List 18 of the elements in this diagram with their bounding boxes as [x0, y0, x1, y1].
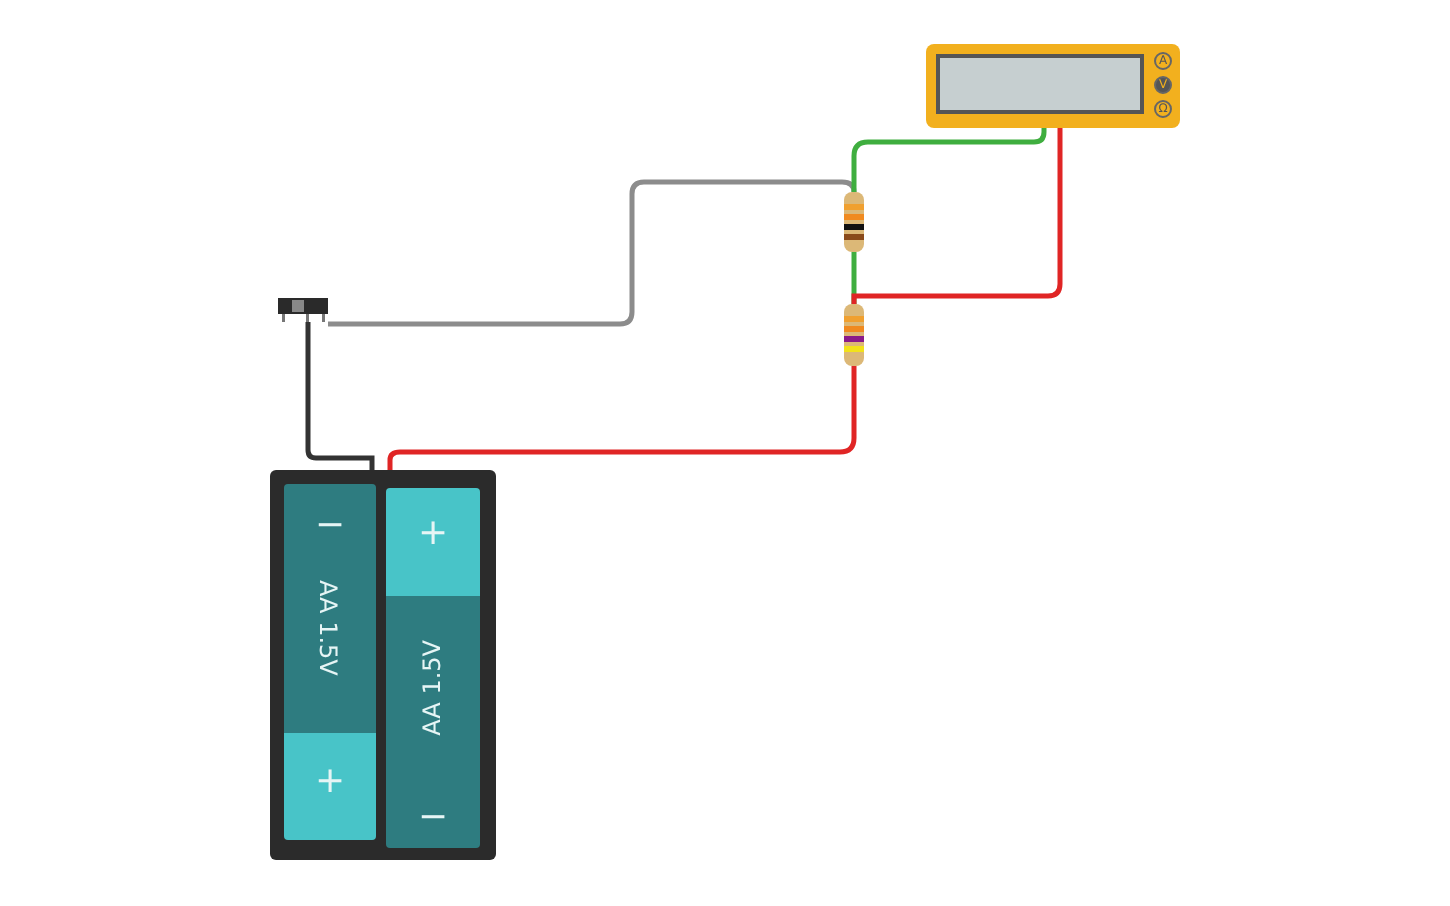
cell-label: AA 1.5V [316, 580, 340, 676]
wire [851, 128, 1063, 304]
wire [851, 128, 1047, 192]
resistor [844, 304, 864, 366]
wire [387, 366, 857, 470]
slide-switch [278, 298, 328, 322]
wire [305, 322, 375, 470]
cell-label: AA 1.5V [419, 640, 443, 736]
resistor [844, 192, 864, 252]
plus-sign: + [415, 516, 451, 552]
minus-sign: − [312, 508, 348, 544]
battery-cell [386, 488, 480, 848]
multimeter [926, 44, 1180, 128]
battery-cell [284, 484, 376, 840]
wire [328, 179, 857, 327]
plus-sign: + [312, 764, 348, 800]
minus-sign: − [415, 800, 451, 836]
battery-holder [270, 470, 496, 860]
